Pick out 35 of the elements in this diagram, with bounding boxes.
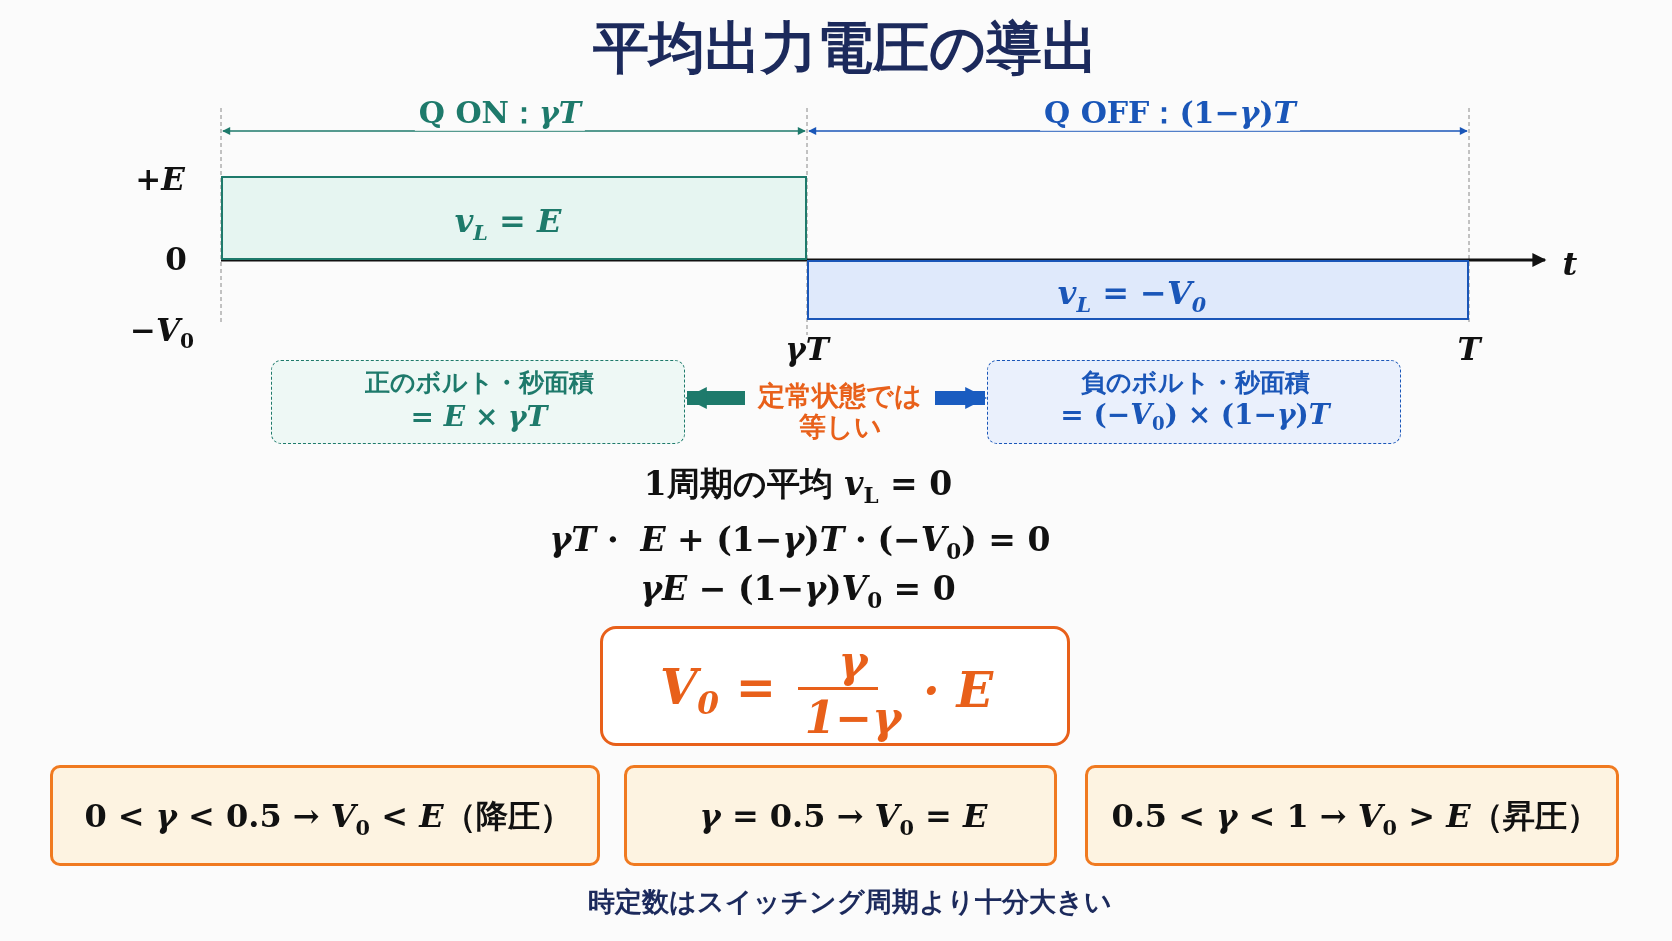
case-box: [50, 765, 600, 866]
case-formula: 0 < γ < 0.5 → V$_{0}$ < E（降圧）: [84, 797, 572, 840]
voltage-label: v$_{L}$ = −V$_{0}$: [1057, 275, 1207, 317]
level-label: −V$_{0}$: [129, 312, 195, 354]
block-arrow: [684, 387, 745, 409]
level-label: 0: [165, 242, 187, 278]
voltage-label: v$_{L}$ = E: [454, 203, 562, 245]
area-formula: = (−V$_{0}$) × (1−γ)T: [1060, 398, 1330, 436]
area-heading: 正のボルト・秒面積: [364, 368, 594, 398]
area-formula: = E × γT: [410, 400, 548, 434]
fraction-denominator: 1−γ: [804, 692, 902, 744]
note-text: 時定数はスイッチング周期より十分大きい: [588, 886, 1112, 918]
result-formula-box: [600, 626, 1070, 746]
time-label: γT: [785, 332, 829, 368]
title: 平均出力電圧の導出: [592, 15, 1098, 81]
case-formula: 0.5 < γ < 1 → V$_{0}$ > E（昇圧）: [1111, 797, 1599, 840]
volt-second-box: [271, 360, 685, 444]
block-arrow: [935, 387, 988, 409]
steady-state-text: 定常状態では等しい: [756, 379, 923, 443]
equation: γT・ E + (1−γ)T・(−V$_{0}$) = 0: [549, 521, 1051, 565]
level-label: +E: [135, 162, 185, 198]
fraction-numerator: γ: [838, 636, 868, 688]
volt-second-box: [987, 360, 1401, 444]
case-box: [624, 765, 1057, 866]
time-label: T: [1457, 332, 1481, 368]
result-rhs: · E: [923, 663, 993, 719]
average-equation: 1周期の平均 v$_{L}$ = 0: [643, 465, 953, 509]
equation: γE − (1−γ)V$_{0}$ = 0: [640, 570, 956, 614]
area-heading: 負のボルト・秒面積: [1080, 368, 1310, 398]
negative-area: [807, 260, 1469, 320]
result-lhs: V$_{0}$ =: [660, 659, 776, 723]
axis-label: t: [1562, 245, 1578, 283]
case-formula: γ = 0.5 → V$_{0}$ = E: [699, 797, 988, 840]
positive-area: [221, 176, 807, 260]
case-box: [1085, 765, 1619, 866]
